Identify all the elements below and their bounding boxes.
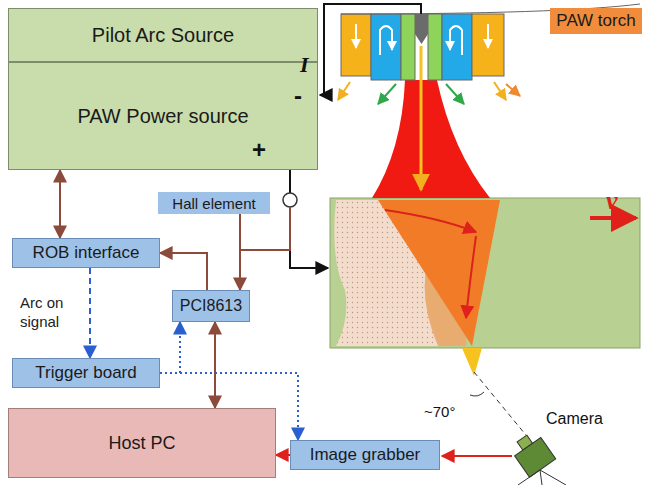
camera-label: Camera xyxy=(546,410,603,428)
connector xyxy=(160,253,207,290)
velocity-symbol: v xyxy=(606,186,618,216)
connector xyxy=(160,322,180,373)
box-text: Trigger board xyxy=(35,363,136,383)
box-text: Host PC xyxy=(108,433,175,454)
connector xyxy=(239,214,241,290)
current-symbol: I xyxy=(300,52,309,78)
connector xyxy=(276,454,290,456)
trigger-box: Trigger board xyxy=(12,358,160,388)
connector xyxy=(214,322,216,408)
source-box: Pilot Arc Source xyxy=(8,8,318,62)
angle-label: ~70° xyxy=(424,403,455,420)
box-text: PAW torch xyxy=(556,11,635,31)
box-text: PCI8613 xyxy=(180,297,242,315)
terminal-sign: - xyxy=(294,82,302,110)
grabber-box: Image grabber xyxy=(290,440,440,470)
box-text: ROB interface xyxy=(33,243,140,263)
connector xyxy=(59,170,61,238)
torch-tag: PAW torch xyxy=(550,8,642,34)
computer-box: Host PC xyxy=(8,408,276,478)
box-text: PAW Power source xyxy=(77,105,248,128)
sensor-tag: Hall element xyxy=(158,192,270,214)
connector xyxy=(89,268,91,358)
box-text: Image grabber xyxy=(310,445,421,465)
power-source-box: PAW Power source xyxy=(8,62,318,170)
daq-card-box: PCI8613 xyxy=(172,290,250,322)
interface-box: ROB interface xyxy=(12,238,160,268)
terminal-sign: + xyxy=(252,136,266,164)
box-text: Pilot Arc Source xyxy=(92,24,234,47)
signal-label: Arc on signal xyxy=(20,294,84,332)
box-text: Hall element xyxy=(172,195,255,212)
